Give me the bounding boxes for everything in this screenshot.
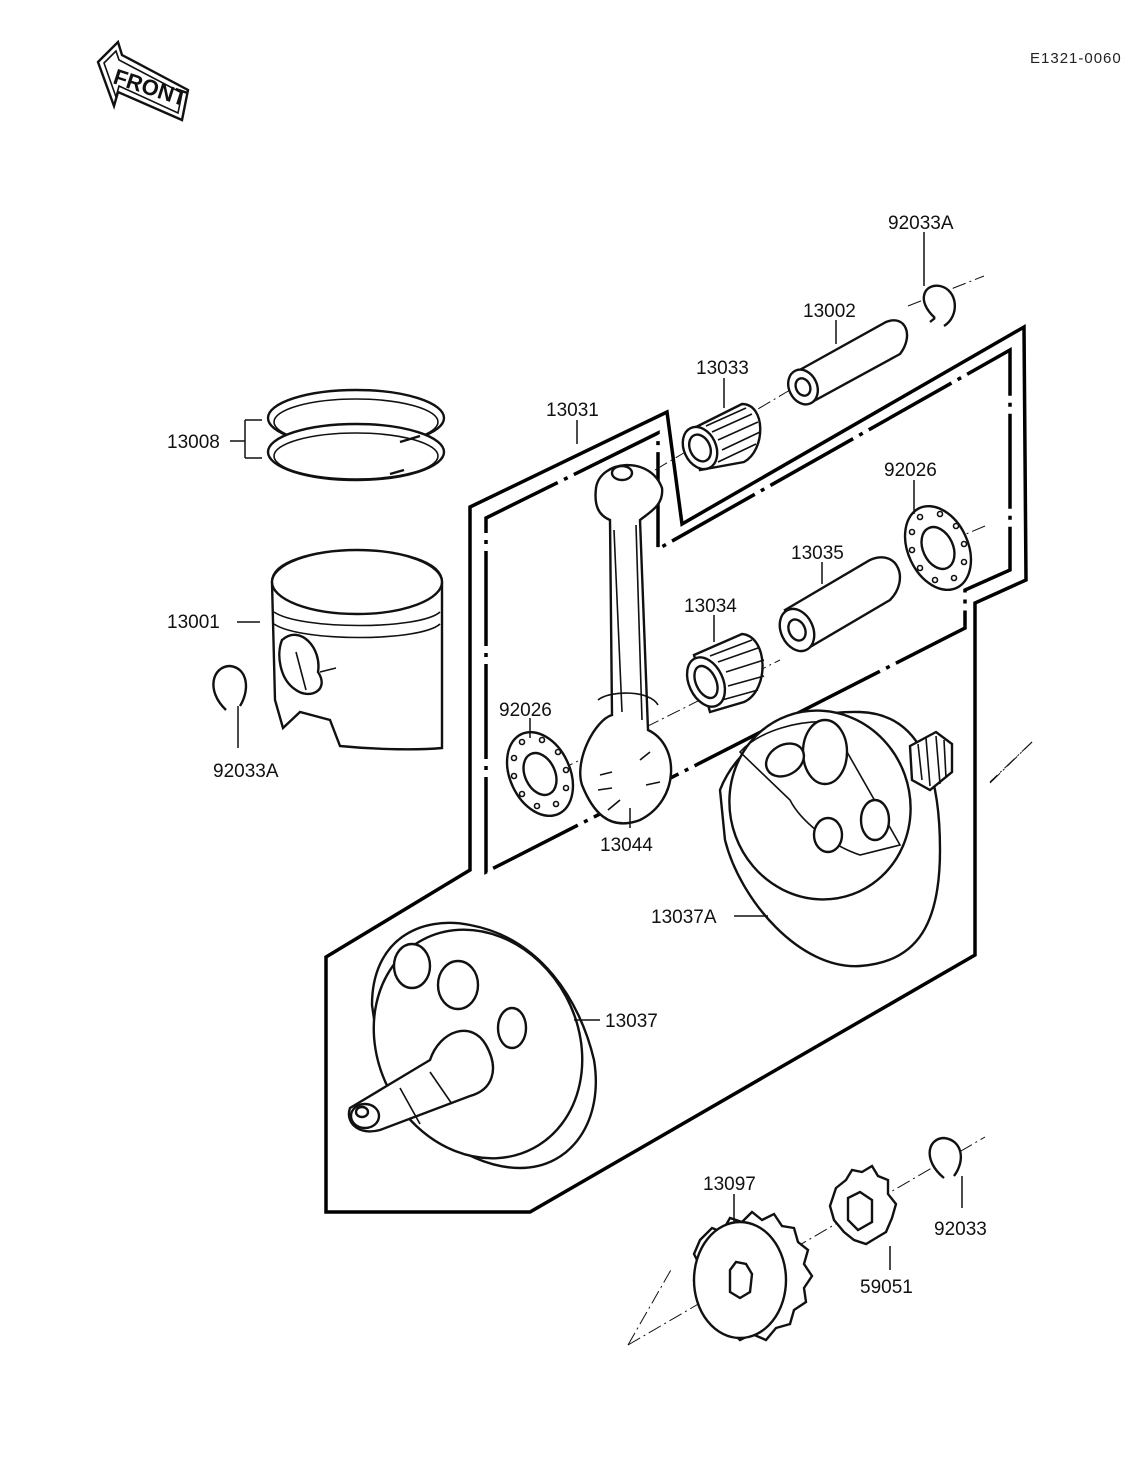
big-end-bearing-part xyxy=(685,632,765,714)
sprocket-part xyxy=(828,1164,898,1246)
label-small-end-bearing: 13033 xyxy=(696,358,749,379)
piston-pin-part xyxy=(787,319,909,406)
label-connecting-rod: 13031 xyxy=(546,400,599,421)
crank-half-right-part xyxy=(718,709,954,968)
piston-part xyxy=(270,548,444,751)
crankshaft-assembly-frame xyxy=(324,323,1028,1214)
crankpin-part xyxy=(778,556,901,653)
piston-rings-part xyxy=(266,388,446,482)
thrust-washer-right-part xyxy=(903,504,973,592)
label-piston-rings: 13008 xyxy=(167,432,220,453)
label-crank-half-right: 13037A xyxy=(651,907,717,928)
label-thrust-washer-right: 92026 xyxy=(884,460,937,481)
label-piston-pin: 13002 xyxy=(803,301,856,322)
small-end-bearing-part xyxy=(681,402,762,472)
thrust-washer-left-part xyxy=(505,730,575,818)
part-labels: 92033A 13002 13033 13031 13008 92026 130… xyxy=(167,213,987,1298)
label-circlip-gear: 92033 xyxy=(934,1219,987,1240)
circlip-top-part xyxy=(922,284,956,328)
label-sprocket: 59051 xyxy=(860,1277,913,1298)
primary-gear-part xyxy=(692,1210,814,1342)
label-piston: 13001 xyxy=(167,612,220,633)
crank-half-left-part xyxy=(347,921,597,1170)
label-thrust-washer-left: 92026 xyxy=(499,700,552,721)
label-primary-gear: 13097 xyxy=(703,1174,756,1195)
label-big-end-bearing: 13034 xyxy=(684,596,737,617)
circlip-piston-part xyxy=(212,664,248,711)
label-circlip-top: 92033A xyxy=(888,213,954,234)
label-con-rod-assembly: 13044 xyxy=(600,835,653,856)
label-crankpin: 13035 xyxy=(791,543,844,564)
front-arrow-icon: FRONT xyxy=(96,39,191,122)
connecting-rod-assembly-frame xyxy=(484,347,1012,875)
label-circlip-piston: 92033A xyxy=(213,761,279,782)
diagram-reference-code: E1321-0060 xyxy=(1030,50,1122,67)
circlip-gear-part xyxy=(928,1136,963,1179)
label-crank-half-left: 13037 xyxy=(605,1011,658,1032)
leader-lines xyxy=(230,232,963,1270)
connecting-rod-part xyxy=(579,463,673,825)
